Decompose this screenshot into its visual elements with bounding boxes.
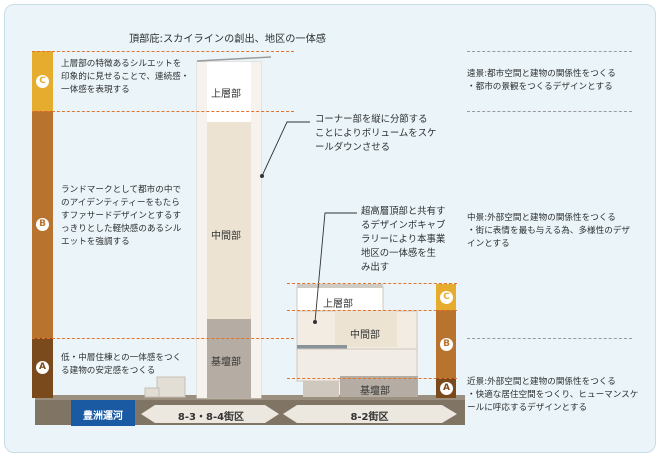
gdash-2 bbox=[467, 111, 632, 112]
district-b-label: 8-2街区 bbox=[350, 412, 389, 423]
dash-ba-left bbox=[32, 338, 294, 339]
low-middle-block bbox=[335, 311, 397, 347]
zone-c-badge: C bbox=[36, 75, 49, 88]
crown-leader-dot bbox=[313, 320, 317, 324]
gdash-3 bbox=[467, 338, 632, 339]
district-arrow-mid bbox=[265, 405, 279, 423]
district-band-b bbox=[297, 405, 442, 423]
elevation-graphic bbox=[35, 56, 465, 426]
dash-top-right bbox=[287, 283, 457, 284]
zone-b-badge: B bbox=[36, 218, 49, 231]
district-a-label: 8-3・8-4街区 bbox=[177, 412, 245, 423]
tower-base-label: 基壇部 bbox=[211, 357, 241, 368]
low-rail bbox=[297, 345, 347, 349]
small-building bbox=[156, 376, 186, 398]
corner-callout: コーナー部を縦に分節する ことによりボリュームをスケ ールダウンさせる bbox=[315, 114, 437, 153]
district-arrow-left bbox=[141, 405, 155, 423]
canal-label: 豊洲運河 bbox=[83, 411, 123, 422]
dash-cb-right bbox=[287, 310, 457, 311]
tower-base-block bbox=[207, 319, 251, 398]
tower-middle-block bbox=[207, 122, 251, 319]
gdash-1 bbox=[467, 51, 632, 52]
tower-corner-right bbox=[251, 62, 261, 398]
low-base-label: 基壇部 bbox=[360, 386, 390, 397]
low-upper-label: 上層部 bbox=[323, 299, 353, 310]
zone-a-text: 低・中層住棟との一体感をつく る建物の安定感をつくる bbox=[61, 353, 182, 376]
tower-upper-block bbox=[207, 62, 251, 122]
near-view-note: 近景:外部空間と建物の関係性をつくる ・快適な居住空間をつくり、ヒューマンスケ … bbox=[467, 377, 639, 413]
dash-cb-left bbox=[32, 111, 294, 112]
district-arrow-mid2 bbox=[283, 405, 297, 423]
low-base-block bbox=[340, 376, 418, 397]
dash-top-left bbox=[32, 51, 294, 52]
district-arrow-right bbox=[442, 405, 457, 423]
zone-c-text: 上層部の特徴あるシルエットを 印象的に見せることで、連続感・ 一体感を表現する bbox=[61, 59, 190, 95]
dash-ba-right bbox=[287, 378, 457, 379]
zone-b-text: ランドマークとして都市の中で のアイデンティティーをもたら すファサードデザイン… bbox=[61, 185, 182, 247]
low-canopy bbox=[297, 284, 383, 288]
low-middle-label: 中間部 bbox=[350, 330, 380, 341]
crown-callout: 超高層頂部と共有す るデザインボキャブ ラリーにより本事業 地区の一体感を生 み… bbox=[361, 206, 446, 273]
far-view-note: 遠景:都市空間と建物の関係性をつくる ・都市の景観をつくるデザインとする bbox=[467, 69, 616, 92]
tower-canopy bbox=[196, 56, 272, 62]
tower-upper-label: 上層部 bbox=[211, 89, 241, 100]
low-lower-frame bbox=[296, 348, 418, 382]
diagram-title: 頂部庇:スカイラインの創出、地区の一体感 bbox=[129, 34, 326, 45]
small-step bbox=[144, 387, 160, 398]
zone-a-badge: A bbox=[36, 361, 49, 374]
tower-corner-left bbox=[197, 62, 207, 398]
diagram-frame: C B A C B A 頂部庇:スカイラインの創出、地区の一体感 上層部の特徴あ… bbox=[4, 4, 656, 453]
right-badge-c: C bbox=[440, 291, 453, 304]
low-base-side bbox=[303, 381, 339, 397]
corner-leader bbox=[261, 121, 310, 177]
right-badge-a: A bbox=[440, 382, 453, 395]
corner-leader-dot bbox=[260, 174, 264, 178]
mid-view-note: 中景:外部空間と建物の関係性をつくる ・街に表情を最も与える為、多様性のデザ イ… bbox=[467, 213, 631, 249]
right-badge-b: B bbox=[440, 338, 453, 351]
tower-middle-label: 中間部 bbox=[211, 231, 241, 242]
district-band-a bbox=[155, 405, 265, 423]
canal-block bbox=[71, 400, 135, 426]
crown-leader bbox=[314, 212, 357, 323]
low-upper-block bbox=[296, 286, 384, 312]
